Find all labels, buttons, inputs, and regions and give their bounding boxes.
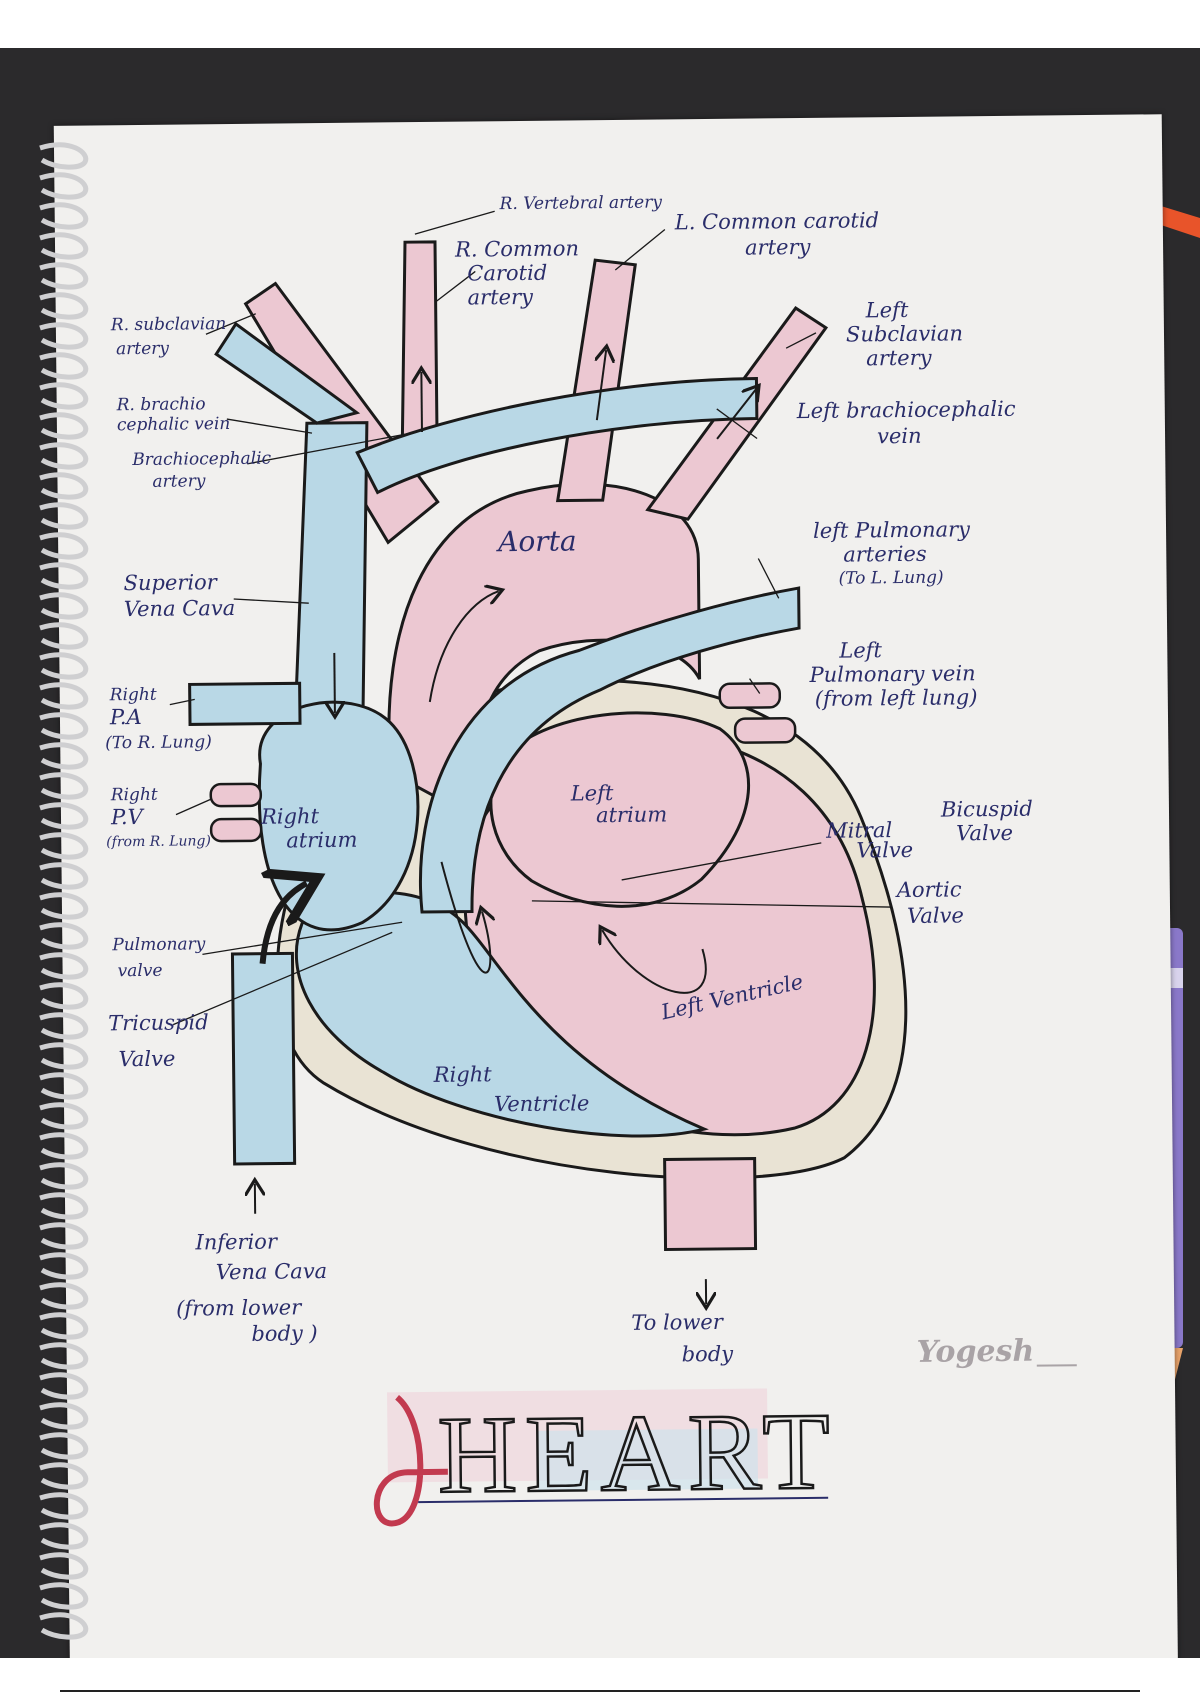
spiral-coil <box>39 1492 89 1520</box>
flow-arrows <box>246 349 766 1309</box>
spiral-coil <box>39 1612 89 1640</box>
spiral-coil <box>39 622 89 650</box>
spiral-coil <box>39 1192 89 1220</box>
label-mitral-valve: Mitral Valve <box>825 818 913 863</box>
right-pv-stubs <box>209 782 263 843</box>
spiral-coil <box>39 1252 89 1280</box>
leader-lines <box>169 210 892 1026</box>
spiral-coil <box>39 262 89 290</box>
left-atrium-shape <box>489 711 750 908</box>
spiral-coil <box>39 352 89 380</box>
spiral-coil <box>39 922 89 950</box>
label-aortic-valve: Aortic Valve <box>895 877 969 928</box>
spiral-coil <box>39 1132 89 1160</box>
label-superior-vena-cava: Superior Vena Cava <box>123 570 235 621</box>
spiral-coil <box>39 982 89 1010</box>
spiral-coil <box>39 1042 89 1070</box>
spiral-coil <box>39 1462 89 1490</box>
spiral-binding <box>39 142 89 1640</box>
spiral-coil <box>39 232 89 260</box>
spiral-coil <box>39 862 89 890</box>
r-common-carotid-shape <box>400 240 439 454</box>
spiral-coil <box>39 1162 89 1190</box>
label-to-lower-body: To lower body <box>631 1310 734 1367</box>
spiral-coil <box>39 1432 89 1460</box>
l-common-carotid-shape <box>555 258 637 503</box>
label-left-atrium: Left atrium <box>570 780 668 827</box>
inferior-vena-cava-shape <box>230 951 297 1166</box>
label-left-subclavian: Left Subclavian artery <box>846 297 970 370</box>
label-brachiocephalic-artery: Brachiocephalic artery <box>131 449 277 493</box>
spiral-coil <box>39 1282 89 1310</box>
spiral-coil <box>39 802 89 830</box>
label-tricuspid-valve: Tricuspid Valve <box>108 1010 216 1071</box>
label-r-subclavian: R. subclavian artery <box>110 314 232 359</box>
left-pulmonary-vein-stubs <box>718 682 797 744</box>
spiral-coil <box>39 142 89 170</box>
spiral-coil <box>39 1312 89 1340</box>
pulmonary-trunk-shape <box>418 586 801 914</box>
spiral-coil <box>39 1072 89 1100</box>
spiral-coil <box>39 712 89 740</box>
label-right-atrium: Right atrium <box>260 804 358 853</box>
photo-background: R. Vertebral artery R. Common Carotid ar… <box>0 48 1200 1658</box>
label-r-vertebral-artery: R. Vertebral artery <box>498 192 662 214</box>
spiral-coil <box>39 292 89 320</box>
spiral-coil <box>39 772 89 800</box>
label-right-pa: Right P.A (To R. Lung) <box>105 684 212 753</box>
spiral-coil <box>39 1522 89 1550</box>
spiral-coil <box>39 412 89 440</box>
spiral-coil <box>39 442 89 470</box>
label-left-brachiocephalic-vein: Left brachiocephalic vein <box>796 397 1023 449</box>
label-left-pulmonary-arteries: left Pulmonary arteries (To L. Lung) <box>813 517 977 589</box>
label-l-common-carotid: L. Common carotid artery <box>674 208 886 260</box>
spiral-coil <box>39 1222 89 1250</box>
spiral-coil <box>39 322 89 350</box>
descending-aorta <box>663 1157 758 1252</box>
spiral-coil <box>39 1582 89 1610</box>
right-pa-shape <box>188 681 302 726</box>
label-r-common-carotid: R. Common Carotid artery <box>454 236 586 309</box>
spiral-coil <box>39 382 89 410</box>
spiral-coil <box>39 472 89 500</box>
label-r-brachiocephalic-vein: R. brachio cephalic vein <box>116 394 231 435</box>
r-brachiocephalic-vein-shape <box>214 321 361 425</box>
spiral-coil <box>39 832 89 860</box>
label-aorta: Aorta <box>495 524 577 558</box>
heart-diagram: R. Vertebral artery R. Common Carotid ar… <box>105 192 1077 1527</box>
spiral-coil <box>39 592 89 620</box>
label-bicuspid-valve: Bicuspid Valve <box>940 797 1040 846</box>
spiral-coil <box>39 742 89 770</box>
spiral-coil <box>39 652 89 680</box>
spiral-coil <box>39 682 89 710</box>
spiral-coil <box>39 1372 89 1400</box>
spiral-coil <box>39 1402 89 1430</box>
notebook-page: R. Vertebral artery R. Common Carotid ar… <box>53 114 1179 1658</box>
spiral-coil <box>39 1552 89 1580</box>
label-pulmonary-valve: Pulmonary valve <box>111 934 211 981</box>
label-right-pv: Right P.V (from R. Lung) <box>106 784 211 850</box>
spiral-coil <box>39 952 89 980</box>
spiral-coil <box>39 1342 89 1370</box>
spiral-coil <box>39 892 89 920</box>
spiral-coil <box>39 502 89 530</box>
spiral-coil <box>39 172 89 200</box>
label-left-pulmonary-vein: Left Pulmonary vein (from left lung) <box>808 637 983 711</box>
spiral-coil <box>39 562 89 590</box>
bottom-rule <box>60 1690 1140 1692</box>
label-right-ventricle: Right Ventricle <box>433 1061 590 1117</box>
label-inferior-vena-cava: Inferior Vena Cava (from lower body ) <box>175 1229 334 1347</box>
signature: Yogesh <box>916 1334 1034 1370</box>
spiral-coil <box>39 1012 89 1040</box>
title-heart: HEART <box>437 1390 838 1516</box>
title-decoration <box>373 1388 829 1527</box>
spiral-coil <box>39 1102 89 1130</box>
spiral-coil <box>39 532 89 560</box>
spiral-coil <box>39 202 89 230</box>
